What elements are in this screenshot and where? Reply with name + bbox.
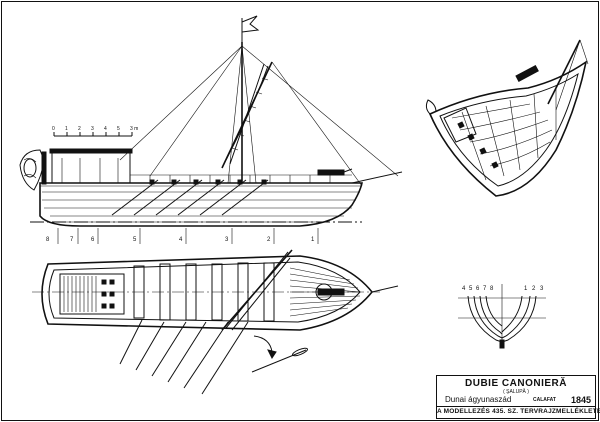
section-label-6: 6 xyxy=(476,286,480,292)
plan-hull-outline xyxy=(42,256,372,330)
plan-bowsprit xyxy=(372,286,398,292)
title-divider xyxy=(437,406,595,407)
side-elevation-view: 8 7 6 5 4 3 2 1 xyxy=(20,16,402,244)
rotation-arrowhead xyxy=(268,350,276,358)
perspective-stay-2 xyxy=(556,40,580,110)
stern-ornament xyxy=(20,150,46,190)
plan-yard-sail xyxy=(226,252,290,330)
scale-label-5: 5 xyxy=(117,126,120,132)
section-label-1: 1 xyxy=(524,286,528,292)
station-labels: 8 7 6 5 4 3 2 1 xyxy=(46,237,315,243)
cabin-lattice xyxy=(102,280,114,308)
loose-oar-blade xyxy=(292,347,309,358)
rigging xyxy=(120,46,398,186)
scale-label-1: 1 xyxy=(65,126,68,132)
maker-label: CALAFAT xyxy=(533,397,556,403)
station-label-1: 1 xyxy=(311,237,315,243)
drawing-title: DUBIE CANONIERĂ xyxy=(465,378,567,389)
scale-label-2: 2 xyxy=(78,126,81,132)
scale-label-4: 4 xyxy=(104,126,107,132)
perspective-view xyxy=(426,40,588,196)
loose-oar xyxy=(252,350,306,372)
cabin-panels xyxy=(62,158,118,183)
side-oars xyxy=(112,180,268,215)
hull-planking xyxy=(42,192,360,222)
perspective-deck xyxy=(440,74,578,186)
drawing-subtitle: ( ŞALUPĂ ) xyxy=(503,389,529,395)
station-label-3: 3 xyxy=(225,237,229,243)
cabin-hatching xyxy=(64,276,96,312)
perspective-cabin xyxy=(444,108,476,142)
station-ticks xyxy=(58,228,318,244)
perspective-hull xyxy=(430,62,586,196)
bow-gun xyxy=(318,289,344,295)
bow-carronade xyxy=(318,169,352,175)
title-block: DUBIE CANONIERĂ ( ŞALUPĂ ) Dunai ágyunas… xyxy=(436,375,600,419)
section-left-labels: 4 5 6 7 8 xyxy=(462,286,494,292)
place-label: Dunai ágyunaszád xyxy=(445,395,512,404)
station-label-4: 4 xyxy=(179,237,183,243)
top-plan-view xyxy=(32,250,398,394)
section-label-2: 2 xyxy=(532,286,536,292)
plan-oars xyxy=(120,320,248,394)
year-label: 1845 xyxy=(570,395,591,405)
rower-benches xyxy=(134,263,274,321)
section-label-4: 4 xyxy=(462,286,466,292)
body-section-view: 4 5 6 7 8 1 2 3 xyxy=(458,284,546,348)
hull-side-outline xyxy=(40,183,362,226)
bowsprit xyxy=(352,172,402,183)
section-right-labels: 1 2 3 xyxy=(524,286,544,292)
scale-label-0: 0 xyxy=(52,126,55,132)
sail-gaskets xyxy=(232,78,268,150)
pennant xyxy=(242,16,258,42)
section-keel xyxy=(500,340,504,348)
footer-label: A MODELLEZÉS 435. SZ. TERVRAJZMELLÉKLETE xyxy=(437,408,600,415)
scale-label-3: 3 xyxy=(91,126,94,132)
station-label-5: 5 xyxy=(133,237,137,243)
section-label-7: 7 xyxy=(483,286,487,292)
station-label-8: 8 xyxy=(46,237,50,243)
perspective-gun xyxy=(516,66,538,82)
stern-cabin-roof xyxy=(50,149,132,153)
furled-sail xyxy=(226,64,268,164)
station-label-7: 7 xyxy=(70,237,74,243)
perspective-ornament xyxy=(426,100,436,114)
perspective-ribs xyxy=(458,122,498,168)
section-label-3: 3 xyxy=(540,286,544,292)
perspective-planking xyxy=(452,104,552,166)
plan-inner-gunwale xyxy=(49,262,360,322)
station-label-2: 2 xyxy=(267,237,271,243)
section-stations-right xyxy=(502,296,536,342)
scale-label-unit: 3 m xyxy=(130,126,138,132)
perspective-stay xyxy=(580,40,588,64)
section-stations-left xyxy=(468,296,502,342)
rail-stanchions xyxy=(150,175,330,183)
scale-bar: 0 1 2 3 4 5 3 m xyxy=(52,126,138,136)
rotation-arrow xyxy=(254,336,272,352)
perspective-mast xyxy=(548,40,580,104)
section-label-5: 5 xyxy=(469,286,473,292)
station-label-6: 6 xyxy=(91,237,95,243)
plan-cabin xyxy=(60,274,124,314)
perspective-frames xyxy=(462,86,556,180)
section-label-8: 8 xyxy=(490,286,494,292)
